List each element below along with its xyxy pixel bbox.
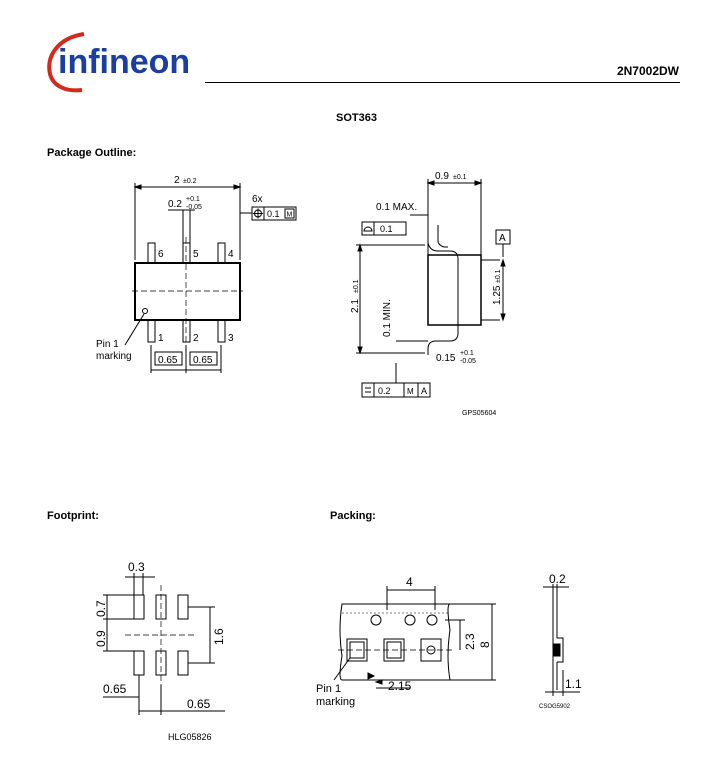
drawing-id-gps: GPS05604 [462, 410, 496, 417]
span-dim: 1.6 [212, 628, 226, 645]
packing-heading: Packing: [330, 510, 376, 522]
logo-wordmark: infineon [58, 43, 190, 81]
svg-text:marking: marking [316, 696, 355, 708]
tape-width-dim: 8 [478, 641, 492, 648]
footprint-heading: Footprint: [47, 510, 99, 522]
min-label: 0.1 MIN. [382, 299, 393, 337]
svg-text:+0.1: +0.1 [460, 350, 474, 357]
svg-text:3: 3 [228, 333, 234, 344]
outline-side-view: 0.9 ±0.1 0.1 MAX. 0.1 A 2.1 ±0.1 0.1 MIN… [350, 171, 511, 417]
header-rule [205, 82, 680, 83]
width-tol: ±0.2 [183, 178, 197, 185]
pitch-dim: 0.65 [187, 697, 211, 711]
svg-text:±0.1: ±0.1 [353, 279, 360, 293]
part-number: 2N7002DW [616, 64, 679, 78]
svg-text:2: 2 [193, 333, 199, 344]
lead-thk-dim: 0.15 [436, 353, 456, 364]
width-dim: 2 [174, 175, 180, 186]
datum-a: A [499, 233, 506, 244]
qty-label: 6x [252, 194, 263, 205]
drawing-id-csog: CSOG5902 [539, 704, 571, 710]
tape-pitch-dim: 4 [406, 575, 413, 589]
pad-gap-dim: 0.7 [94, 600, 108, 617]
svg-text:M: M [407, 387, 414, 396]
height-dim: 2.1 [350, 299, 361, 313]
footprint-drawing: 0.3 0.9 0.7 1.6 0.65 0.65 HLG05826 [94, 560, 226, 742]
pitch-left: 0.65 [158, 355, 178, 366]
tape-depth-dim: 1.1 [565, 677, 582, 691]
svg-text:±0.1: ±0.1 [453, 174, 467, 181]
position-tol: 0.1 [267, 209, 280, 219]
offset-dim: 2.3 [463, 633, 477, 650]
flatness-value: 0.1 [380, 224, 393, 234]
pad-height-dim: 0.9 [94, 630, 108, 647]
outline-heading: Package Outline: [47, 147, 137, 159]
svg-text:+0.1: +0.1 [186, 196, 200, 203]
max-label: 0.1 MAX. [376, 202, 417, 213]
svg-text:6: 6 [158, 249, 164, 260]
svg-text:1: 1 [158, 333, 164, 344]
pin1-label: Pin 1 [96, 339, 119, 350]
svg-text:A: A [421, 386, 427, 396]
svg-text:-0.05: -0.05 [186, 204, 202, 211]
fcf-value: 0.2 [378, 386, 391, 396]
svg-text:±0.1: ±0.1 [495, 269, 502, 283]
outline-top-view: 2 ±0.2 0.2 +0.1 -0.05 6x 0.1 M 6 5 4 1 2… [96, 175, 297, 373]
gap-dim: 0.65 [103, 682, 127, 696]
svg-text:5: 5 [193, 249, 199, 260]
packing-tape-drawing: 4 2.3 8 2.15 Pin 1 marking [316, 575, 496, 708]
lead-width-dim: 0.2 [168, 199, 182, 210]
pitch-right: 0.65 [193, 355, 213, 366]
svg-text:-0.05: -0.05 [460, 358, 476, 365]
drawing-id-hlg: HLG05826 [168, 732, 212, 742]
infineon-logo: infineon [47, 32, 190, 93]
tape-thickness-dim: 0.2 [549, 572, 566, 586]
body-dim: 1.25 [492, 285, 503, 305]
svg-text:M: M [287, 212, 293, 219]
packing-side-drawing: 0.2 1.1 CSOG5902 [539, 572, 582, 710]
package-title: SOT363 [336, 112, 377, 124]
svg-text:4: 4 [228, 249, 234, 260]
side-width-dim: 0.9 [435, 171, 449, 182]
svg-text:marking: marking [96, 351, 132, 362]
distance-dim: 2.15 [388, 679, 412, 693]
pad-width-dim: 0.3 [128, 560, 145, 574]
packing-pin1-label: Pin 1 [316, 683, 341, 695]
